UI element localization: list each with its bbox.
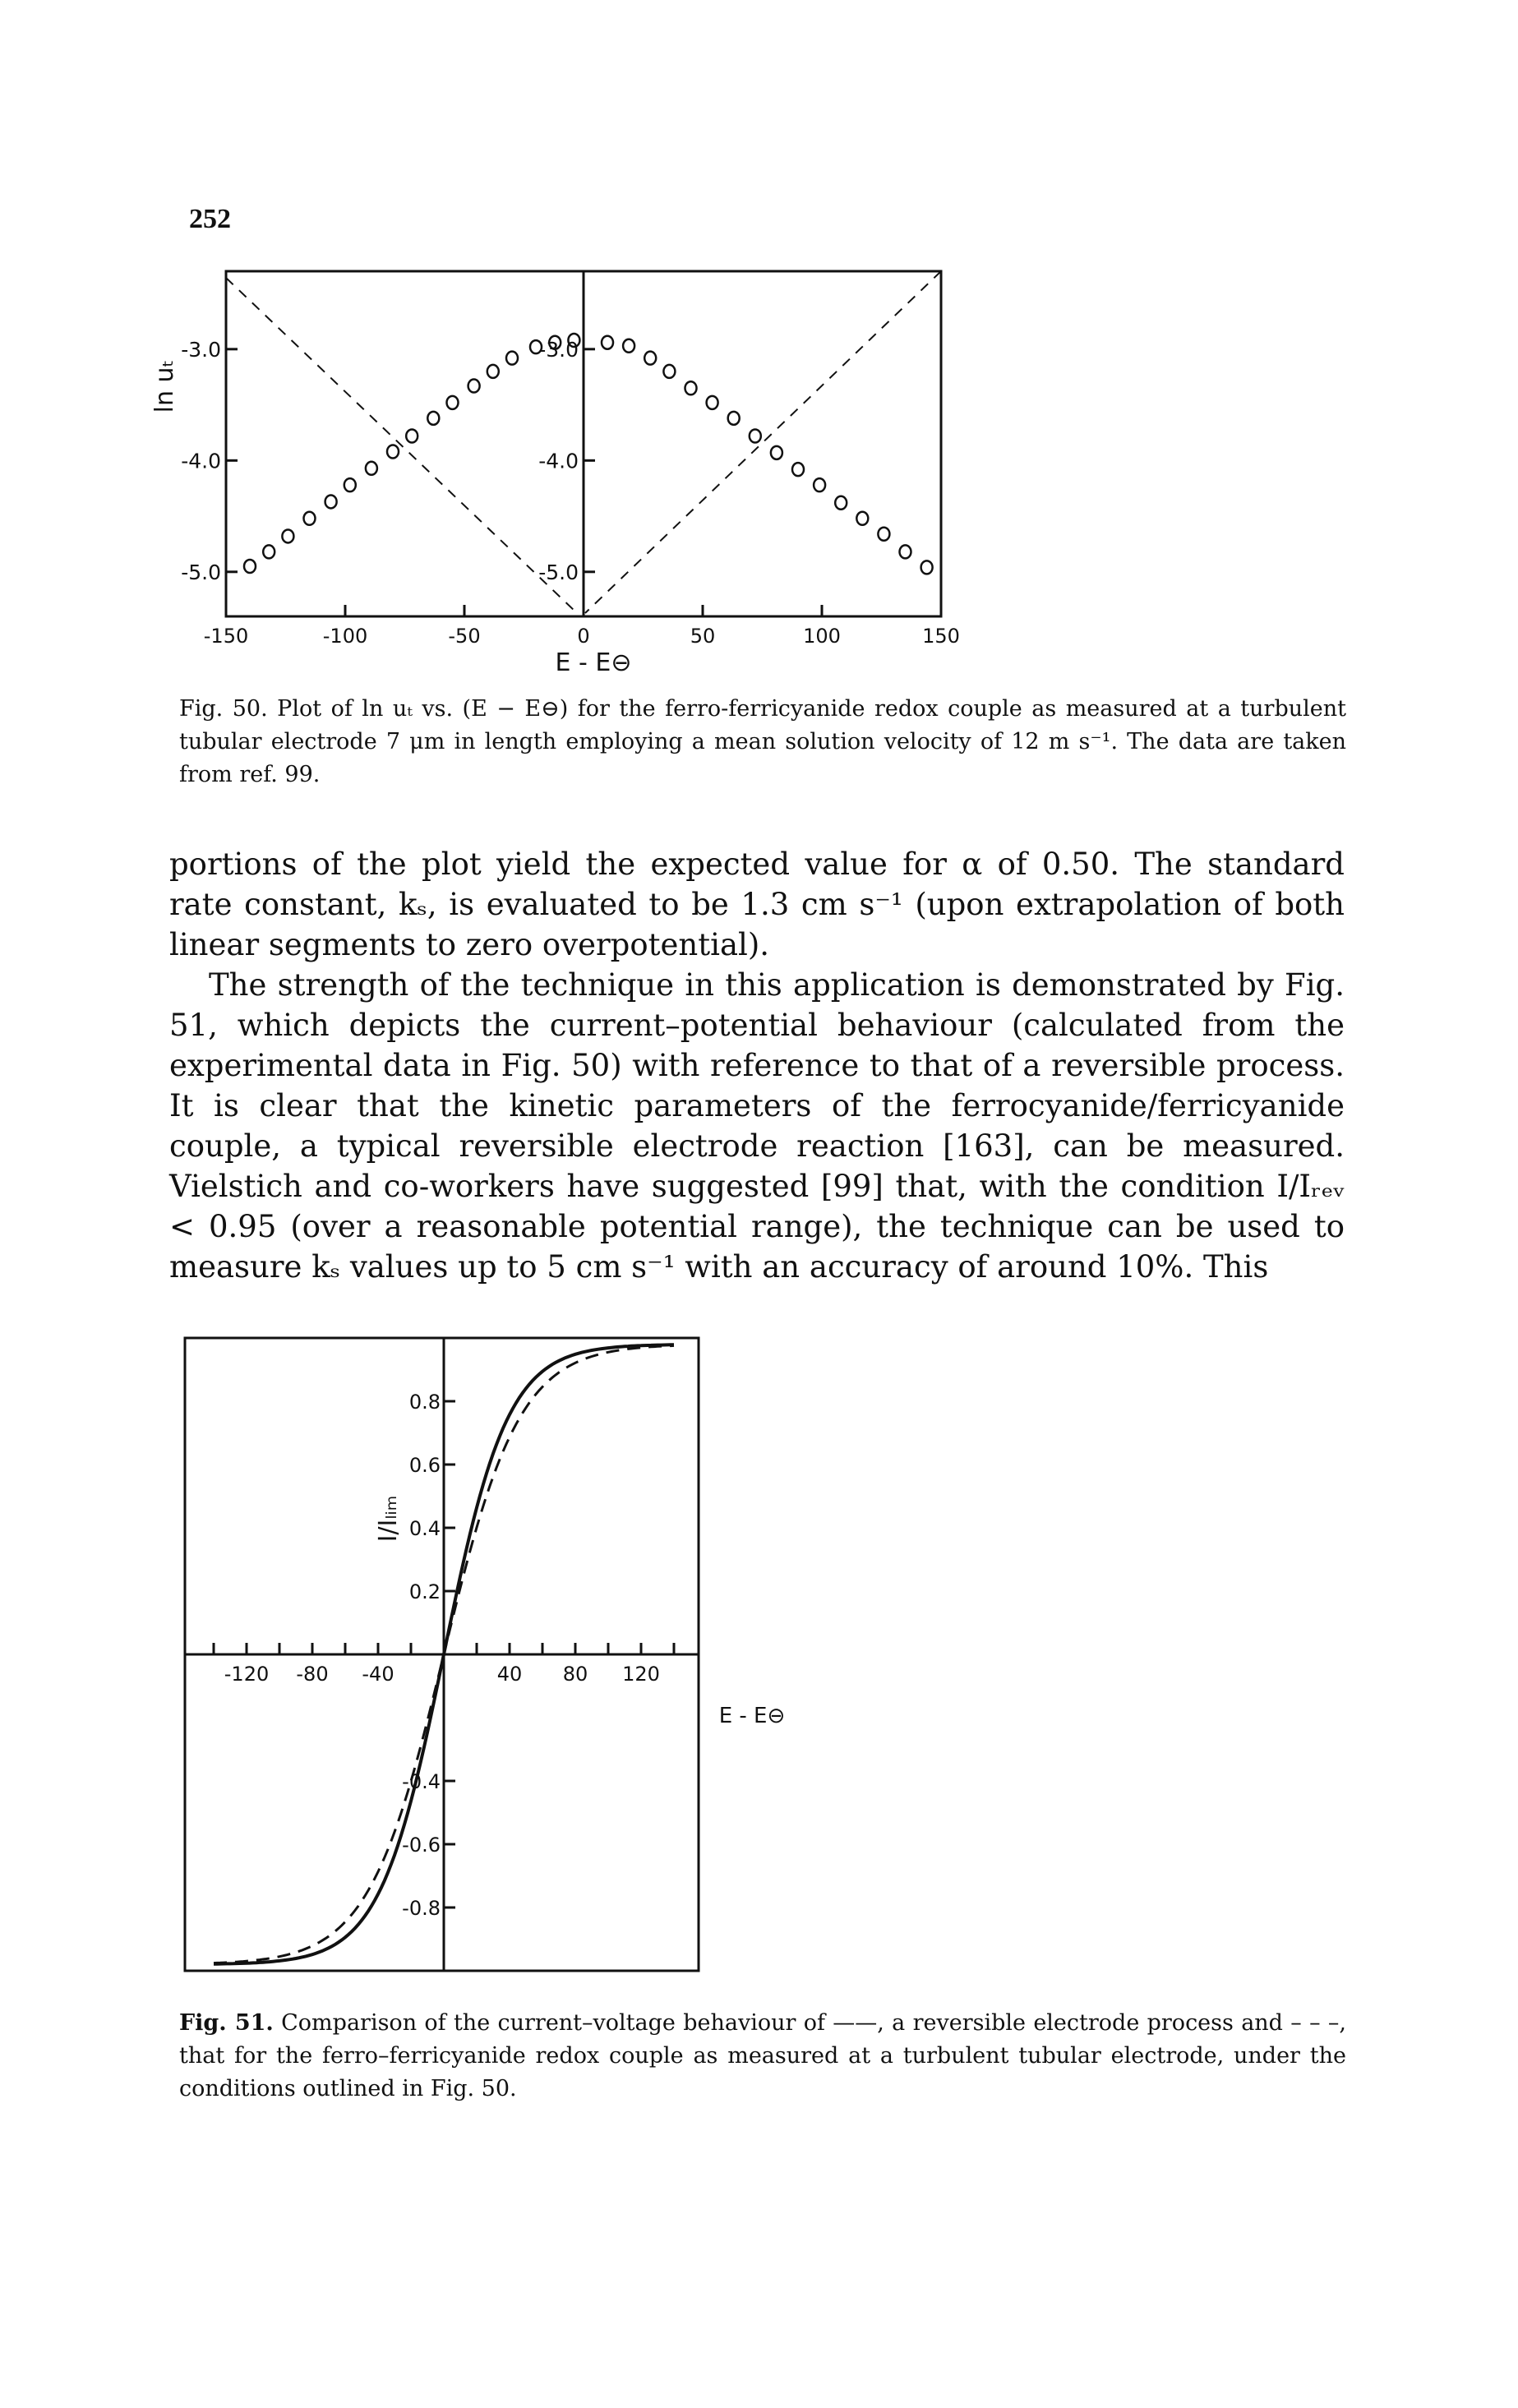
fig50-y-tick-label-center: -3.0 — [538, 338, 579, 362]
fig50-data-point — [727, 410, 741, 427]
fig51-y-tick-label: 0.4 — [409, 1517, 441, 1540]
fig51-y-tick-label: -0.6 — [402, 1834, 441, 1857]
fig50-data-point — [877, 526, 891, 542]
fig50-data-point — [748, 428, 763, 444]
fig50-data-point — [467, 378, 481, 394]
fig50-data-point — [833, 495, 848, 511]
fig50-y-axis-label: ln uₜ — [150, 360, 179, 413]
fig50-data-point — [643, 350, 657, 366]
fig50-data-point — [343, 477, 358, 493]
fig50-x-tick-label: 150 — [922, 625, 960, 648]
fig50-data-point — [324, 494, 338, 510]
fig50-data-point — [920, 560, 934, 575]
fig50-data-point — [547, 334, 562, 350]
fig50-x-tick-label: 50 — [690, 625, 716, 648]
fig50-ticks: -150 -100 -50 0 50 100 150 -5.0 -4.0 -3.0 -5.0 -4.0… — [181, 338, 960, 648]
fig50-data-point — [364, 460, 379, 477]
figure-50-caption: Fig. 50. Plot of ln uₜ vs. (E − E⊖) for … — [179, 693, 1346, 791]
fig50-data-point — [242, 558, 257, 574]
fig50-data-point — [281, 528, 295, 544]
body-text: portions of the plot yield the expected … — [169, 844, 1345, 1287]
fig50-data-point — [684, 381, 698, 396]
fig50-x-tick-label: 0 — [577, 625, 589, 648]
fig50-x-tick-label: -50 — [448, 625, 480, 648]
paragraph-1: portions of the plot yield the expected … — [169, 846, 1345, 962]
page-number: 252 — [189, 204, 231, 234]
fig50-x-tick-label: -100 — [323, 625, 367, 648]
fig50-y-tick-label-center: -4.0 — [538, 449, 579, 473]
figure-51-caption-text: Comparison of the current–voltage behavi… — [179, 2010, 1346, 2101]
fig51-curve-measured — [213, 1344, 675, 1965]
fig51-x-tick-label: -80 — [296, 1663, 328, 1686]
figure-51-caption-label: Fig. 51. — [179, 2010, 274, 2036]
fig51-x-tick-label: -40 — [362, 1663, 394, 1686]
fig50-x-tick-label: -150 — [204, 625, 248, 648]
fig50-data-point — [812, 477, 827, 493]
fig50-data-point — [567, 332, 581, 348]
fig50-data-point — [528, 339, 543, 355]
fig50-y-tick-label-left: -5.0 — [181, 560, 221, 584]
fig50-x-axis-label: E - E⊖ — [556, 648, 632, 677]
fig50-data-point — [404, 428, 419, 444]
fig50-data-point — [505, 350, 519, 366]
fig50-guide-left — [225, 277, 578, 614]
fig51-y-tick-label: -0.8 — [402, 1897, 441, 1920]
fig50-data-point — [705, 394, 719, 411]
fig50-data-point — [856, 510, 870, 527]
fig51-y-axis-label: I/Iₗᵢₘ — [374, 1496, 403, 1543]
fig51-x-axis-label: E - E⊖ — [719, 1704, 786, 1728]
fig50-y-tick-label-center: -5.0 — [538, 560, 579, 584]
fig50-data-point — [385, 444, 400, 459]
figure-51-caption: Fig. 51. Comparison of the current–volta… — [179, 2007, 1346, 2106]
fig50-data-point — [427, 410, 441, 427]
paragraph-2: The strength of the technique in this ap… — [169, 967, 1345, 1285]
fig51-y-tick-label: 0.8 — [409, 1391, 441, 1414]
figure-50-caption-label: Fig. 50. — [179, 696, 268, 722]
fig50-points — [242, 332, 934, 575]
fig50-data-point — [600, 334, 615, 350]
fig50-data-point — [662, 363, 676, 380]
fig51-curves — [213, 1343, 675, 1966]
fig50-data-point — [486, 363, 501, 380]
fig51-x-tick-label: 120 — [622, 1663, 660, 1686]
fig50-guide-lines — [225, 270, 942, 614]
fig50-guide-right — [584, 270, 942, 614]
fig51-x-tick-label: -120 — [224, 1663, 269, 1686]
fig50-data-point — [769, 445, 784, 461]
fig51-x-tick-label: 40 — [497, 1663, 523, 1686]
fig51-y-tick-label: 0.2 — [409, 1580, 441, 1603]
fig51-y-tick-label: 0.6 — [409, 1454, 441, 1477]
fig50-x-tick-label: 100 — [803, 625, 841, 648]
figure-50-caption-text: Plot of ln uₜ vs. (E − E⊖) for the ferro… — [179, 696, 1346, 787]
fig50-data-point — [302, 510, 316, 527]
fig50-y-tick-label-left: -3.0 — [181, 338, 221, 362]
fig50-frame — [224, 270, 943, 618]
figure-50-chart: -150 -100 -50 0 50 100 150 -5.0 -4.0 -3.0 -5.0 -4.0… — [150, 270, 960, 677]
fig50-data-point — [445, 394, 459, 411]
fig50-data-point — [898, 544, 912, 560]
fig51-x-tick-label: 80 — [563, 1663, 588, 1686]
fig50-data-point — [621, 338, 636, 354]
fig51-frame — [183, 1336, 700, 1972]
fig50-data-point — [261, 544, 276, 560]
fig50-y-tick-label-left: -4.0 — [181, 449, 221, 473]
fig50-data-point — [791, 461, 805, 477]
